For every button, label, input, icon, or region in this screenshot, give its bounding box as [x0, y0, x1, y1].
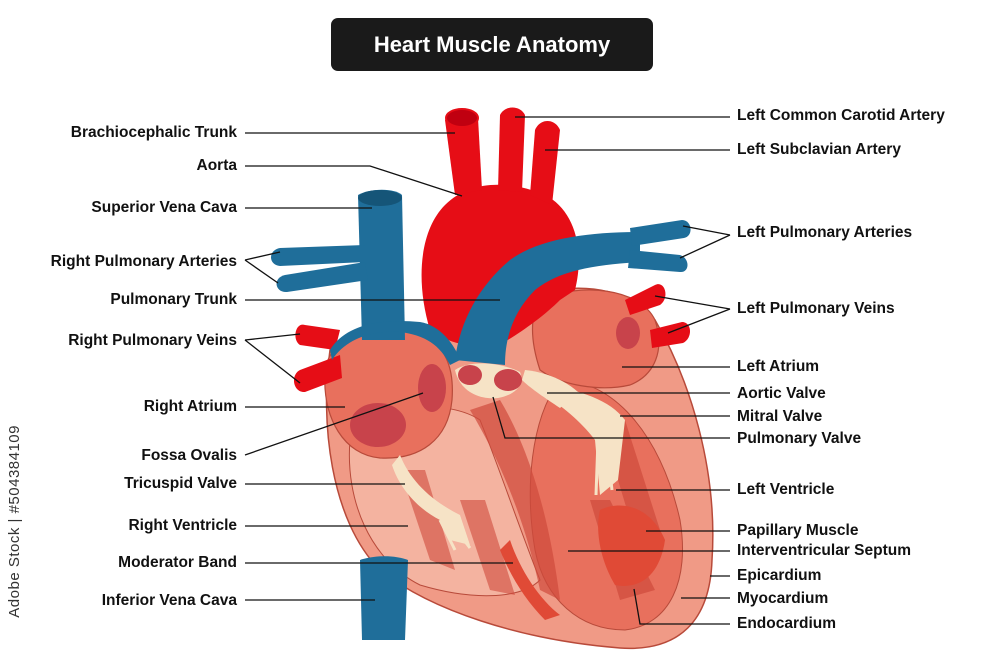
label-papillary-muscle: Papillary Muscle [737, 522, 859, 539]
leader-pulmonary-valve [492, 396, 730, 439]
brachiocephalic-trunk-opening [445, 108, 479, 128]
label-superior-vena-cava: Superior Vena Cava [91, 199, 237, 216]
inferior-vena-cava-shape [360, 556, 408, 640]
pulmonary-valve-cusp-left [458, 365, 482, 385]
leader-left-pulmonary-veins-a [654, 295, 731, 310]
superior-vena-cava-shape [358, 189, 405, 340]
leader-right-pulmonary-veins-a [244, 333, 301, 341]
label-pulmonary-trunk: Pulmonary Trunk [110, 291, 237, 308]
aorta-shape [421, 184, 579, 350]
left-pulmonary-artery-upper [630, 220, 691, 246]
label-aortic-valve: Aortic Valve [737, 385, 826, 402]
label-pulmonary-valve: Pulmonary Valve [737, 430, 862, 447]
leader-endocardium [633, 588, 730, 625]
leader-lines-left [244, 132, 513, 601]
fossa-ovalis-shape [350, 403, 406, 447]
label-aorta: Aorta [196, 157, 237, 174]
label-left-atrium: Left Atrium [737, 358, 820, 375]
leader-right-pulmonary-arteries-b [244, 259, 279, 284]
papillary-muscle-shape [598, 505, 665, 586]
aortic-valve-region [522, 370, 578, 408]
label-right-pulmonary-arteries: Right Pulmonary Arteries [50, 253, 237, 270]
right-atrium-opening [418, 364, 446, 412]
pulmonary-valve-cusp-right [494, 369, 522, 391]
left-atrium-chamber [531, 289, 660, 389]
tricuspid-chordae [438, 514, 472, 551]
left-atrium-opening [616, 317, 640, 349]
page-title: Heart Muscle Anatomy [373, 31, 611, 57]
pulmonary-trunk-shape [455, 232, 640, 365]
label-endocardium: Endocardium [737, 615, 837, 632]
brachiocephalic-trunk-shape [445, 110, 482, 195]
mitral-chordae [594, 429, 614, 496]
left-pulmonary-vein-upper [625, 284, 666, 315]
label-mitral-valve: Mitral Valve [737, 408, 823, 425]
stock-watermark: Adobe Stock | #504384109 [6, 425, 23, 618]
left-common-carotid-shape [498, 107, 525, 192]
interventricular-septum-shape [470, 400, 560, 600]
moderator-band-shape [500, 540, 560, 620]
label-interventricular-septum: Interventricular Septum [737, 542, 911, 559]
label-right-atrium: Right Atrium [143, 398, 237, 415]
title-banner: Heart Muscle Anatomy [331, 18, 653, 71]
label-left-subclavian-artery: Left Subclavian Artery [737, 141, 901, 158]
label-epicardium: Epicardium [737, 567, 822, 584]
leader-aorta [245, 165, 463, 197]
right-atrium-top-edge [330, 320, 460, 365]
leader-left-pulmonary-arteries-b [679, 234, 731, 259]
label-right-ventricle: Right Ventricle [128, 517, 237, 534]
label-fossa-ovalis: Fossa Ovalis [141, 447, 237, 464]
label-tricuspid-valve: Tricuspid Valve [124, 475, 237, 492]
leader-right-pulmonary-veins-b [244, 339, 301, 384]
label-myocardium: Myocardium [737, 590, 829, 607]
leader-lines-right [492, 116, 731, 625]
leader-left-pulmonary-veins-b [667, 308, 731, 334]
leader-fossa-ovalis [244, 392, 424, 456]
leader-right-pulmonary-arteries-a [244, 251, 281, 261]
label-inferior-vena-cava: Inferior Vena Cava [101, 592, 237, 609]
left-subclavian-shape [530, 121, 560, 205]
label-left-common-carotid-artery: Left Common Carotid Artery [737, 107, 945, 124]
right-pulmonary-artery-upper [271, 245, 365, 266]
label-left-pulmonary-veins: Left Pulmonary Veins [737, 300, 895, 317]
superior-vena-cava-opening [358, 190, 402, 206]
right-pulmonary-vein-lower [293, 355, 342, 393]
label-brachiocephalic-trunk: Brachiocephalic Trunk [70, 124, 237, 141]
leader-left-pulmonary-arteries-a [682, 225, 731, 236]
label-moderator-band: Moderator Band [118, 554, 237, 571]
label-left-pulmonary-arteries: Left Pulmonary Arteries [737, 224, 913, 241]
label-right-pulmonary-veins: Right Pulmonary Veins [68, 332, 237, 349]
right-pulmonary-vein-upper [295, 324, 340, 350]
left-pulmonary-artery-lower [628, 250, 688, 273]
right-pulmonary-artery-lower [276, 262, 368, 293]
mitral-valve-shape [545, 385, 625, 495]
label-left-ventricle: Left Ventricle [737, 481, 835, 498]
